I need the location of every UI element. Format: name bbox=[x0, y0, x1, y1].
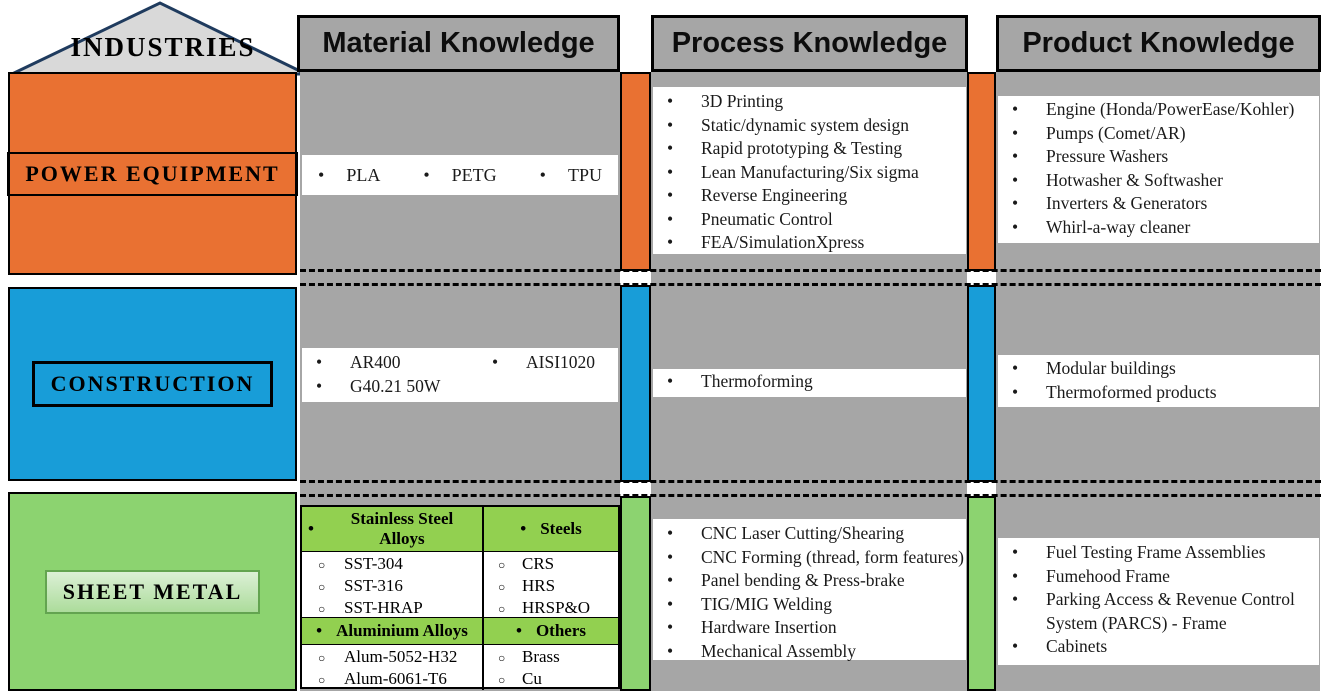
material-item: AISI1020 bbox=[478, 351, 618, 375]
process-item: TIG/MIG Welding bbox=[653, 593, 966, 617]
table-cell-steels-items: CRS HRS HRSP&O bbox=[482, 551, 618, 620]
process-item: Rapid prototyping & Testing bbox=[653, 137, 966, 161]
material-item: PLA bbox=[318, 165, 380, 186]
material-subitem: Brass bbox=[484, 646, 618, 669]
strip-construction-1 bbox=[620, 285, 651, 482]
industry-block-power-equipment: POWER EQUIPMENT bbox=[7, 72, 298, 275]
process-item: Pneumatic Control bbox=[653, 208, 966, 232]
process-knowledge-header: Process Knowledge bbox=[651, 15, 968, 72]
product-item: Whirl-a-way cleaner bbox=[998, 216, 1319, 240]
material-subitem: HRS bbox=[484, 575, 618, 598]
construction-products-list: Modular buildings Thermoformed products bbox=[998, 355, 1319, 407]
table-header-stainless: • Stainless Steel Alloys bbox=[302, 507, 482, 551]
strip-sheet-1 bbox=[620, 496, 651, 691]
material-item: PETG bbox=[423, 165, 497, 186]
sheet-metal-products-list: Fuel Testing Frame Assemblies Fumehood F… bbox=[998, 538, 1319, 665]
material-item: AR400 bbox=[302, 351, 478, 375]
product-knowledge-header: Product Knowledge bbox=[996, 15, 1321, 72]
construction-label: CONSTRUCTION bbox=[31, 361, 274, 407]
product-item: Modular buildings bbox=[998, 357, 1319, 381]
sheet-metal-label: SHEET METAL bbox=[44, 569, 261, 614]
row-separator-dashed bbox=[300, 494, 1321, 497]
strip-power-1 bbox=[620, 72, 651, 271]
industries-title: INDUSTRIES bbox=[70, 32, 256, 62]
power-processes-list: 3D Printing Static/dynamic system design… bbox=[653, 87, 966, 254]
table-cell-others-items: Brass Cu bbox=[482, 644, 618, 691]
power-equipment-label: POWER EQUIPMENT bbox=[7, 151, 298, 196]
bullet-icon: • bbox=[316, 621, 323, 640]
process-item: CNC Forming (thread, form features) bbox=[653, 546, 966, 570]
process-item: Hardware Insertion bbox=[653, 616, 966, 640]
material-subitem: CRS bbox=[484, 553, 618, 576]
table-header-steels: • Steels bbox=[482, 507, 618, 551]
material-subitem: Alum-5052-H32 bbox=[302, 646, 482, 669]
power-products-list: Engine (Honda/PowerEase/Kohler) Pumps (C… bbox=[998, 96, 1319, 243]
process-item: Reverse Engineering bbox=[653, 184, 966, 208]
process-item: 3D Printing bbox=[653, 90, 966, 114]
material-subitem: HRSP&O bbox=[484, 597, 618, 620]
row-separator-dashed bbox=[300, 269, 1321, 272]
process-item: Thermoforming bbox=[653, 370, 966, 394]
material-subitem: SST-316 bbox=[302, 575, 482, 598]
table-header-others: • Others bbox=[482, 617, 618, 644]
industry-block-construction: CONSTRUCTION bbox=[8, 287, 297, 481]
row-separator-dashed bbox=[300, 283, 1321, 286]
industry-block-sheet-metal: SHEET METAL bbox=[8, 492, 297, 691]
product-item: Parking Access & Revenue Control System … bbox=[998, 588, 1319, 635]
table-header-aluminium: • Aluminium Alloys bbox=[302, 617, 482, 644]
product-item: Engine (Honda/PowerEase/Kohler) bbox=[998, 98, 1319, 122]
product-item: Fumehood Frame bbox=[998, 565, 1319, 589]
process-item: Static/dynamic system design bbox=[653, 114, 966, 138]
material-subitem: SST-304 bbox=[302, 553, 482, 576]
construction-processes-list: Thermoforming bbox=[653, 369, 966, 397]
bullet-icon: • bbox=[516, 621, 522, 640]
table-cell-aluminium-items: Alum-5052-H32 Alum-6061-T6 bbox=[302, 644, 482, 691]
material-item: G40.21 50W bbox=[302, 375, 478, 399]
product-item: Cabinets bbox=[998, 635, 1319, 659]
material-subitem: Cu bbox=[484, 668, 618, 691]
process-item: Panel bending & Press-brake bbox=[653, 569, 966, 593]
material-subitem: SST-HRAP bbox=[302, 597, 482, 620]
product-item: Pumps (Comet/AR) bbox=[998, 122, 1319, 146]
bullet-icon: • bbox=[308, 519, 314, 538]
material-knowledge-header: Material Knowledge bbox=[297, 15, 620, 72]
material-subitem: Alum-6061-T6 bbox=[302, 668, 482, 691]
bullet-icon: • bbox=[520, 519, 527, 538]
sheet-metal-processes-list: CNC Laser Cutting/Shearing CNC Forming (… bbox=[653, 519, 966, 663]
table-cell-stainless-items: SST-304 SST-316 SST-HRAP bbox=[302, 551, 482, 620]
material-item: TPU bbox=[540, 165, 602, 186]
power-materials-list: PLA PETG TPU bbox=[302, 155, 618, 195]
process-item: CNC Laser Cutting/Shearing bbox=[653, 522, 966, 546]
product-item: Thermoformed products bbox=[998, 381, 1319, 405]
strip-power-2 bbox=[967, 72, 996, 271]
strip-construction-2 bbox=[967, 285, 996, 482]
product-item: Fuel Testing Frame Assemblies bbox=[998, 541, 1319, 565]
product-item: Hotwasher & Softwasher bbox=[998, 169, 1319, 193]
process-item: Lean Manufacturing/Six sigma bbox=[653, 161, 966, 185]
strip-sheet-2 bbox=[967, 496, 996, 691]
sheet-metal-materials-table: • Stainless Steel Alloys • Steels SST-30… bbox=[300, 505, 620, 691]
process-item: Mechanical Assembly bbox=[653, 640, 966, 664]
construction-materials-list: AR400 G40.21 50W AISI1020 bbox=[302, 348, 618, 402]
product-item: Pressure Washers bbox=[998, 145, 1319, 169]
row-separator-dashed bbox=[300, 480, 1321, 483]
product-item: Inverters & Generators bbox=[998, 192, 1319, 216]
process-item: FEA/SimulationXpress bbox=[653, 231, 966, 255]
